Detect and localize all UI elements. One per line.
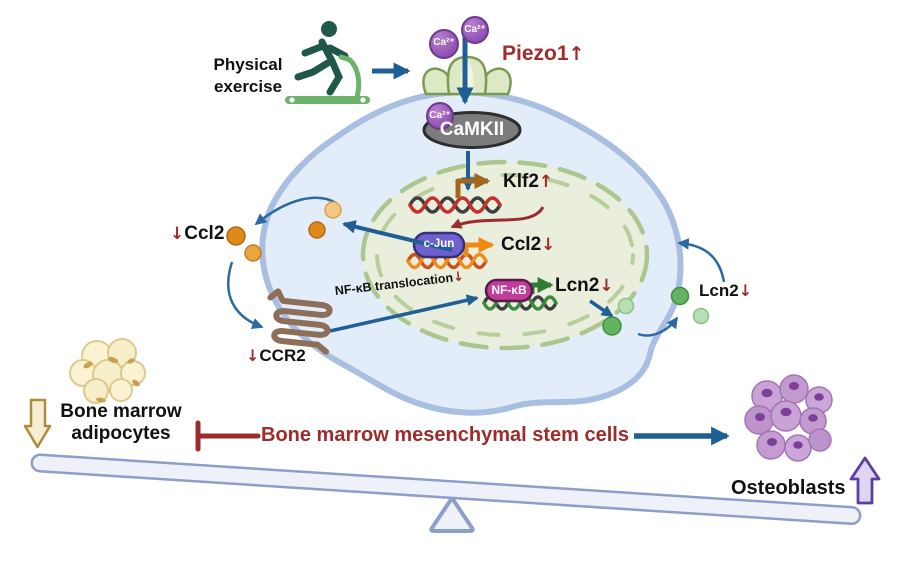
lcn2-down-arrow: ↓ bbox=[738, 281, 753, 300]
osteoblast-cluster-icon bbox=[744, 374, 833, 462]
ccr2-label: ↓CCR2 bbox=[246, 346, 306, 365]
lcn2-dots bbox=[602, 286, 710, 336]
ca-ion-icons bbox=[426, 16, 489, 130]
nfkb-label: NF-κB bbox=[491, 283, 527, 297]
nfkb-translocation-down-arrow: ↓ bbox=[452, 269, 465, 286]
ccl2-dots bbox=[226, 201, 342, 262]
ccl2-secreted-label: ↓Ccl2 bbox=[170, 223, 225, 244]
klf2-label: Klf2↑ bbox=[503, 171, 554, 192]
klf2-dna-helix bbox=[408, 196, 502, 214]
ca-ion-label: Ca²⁺ bbox=[429, 110, 451, 121]
runner-treadmill-icon bbox=[285, 21, 370, 104]
klf2-cjun-inhibition bbox=[450, 206, 545, 229]
cjun-ccl2-export-arrow bbox=[342, 220, 453, 252]
ca-ion-label: Ca²⁺ bbox=[433, 37, 455, 48]
nfkb-box bbox=[484, 278, 534, 303]
klf2-up-arrow: ↑ bbox=[538, 172, 554, 192]
ccr2-down-arrow: ↓ bbox=[246, 346, 260, 365]
piezo1-label: Piezo1↑ bbox=[502, 42, 585, 65]
bmsc-label: Bone marrow mesenchymal stem cells bbox=[261, 424, 629, 446]
seesaw-beam bbox=[30, 453, 862, 525]
lcn2-feedback-arrow bbox=[677, 238, 726, 283]
nfkb-translocation-arrow bbox=[329, 294, 479, 333]
ccl2-ccr2-arrow bbox=[227, 261, 264, 329]
lcn2-down-arrow: ↓ bbox=[599, 276, 614, 296]
seesaw-fulcrum bbox=[429, 496, 475, 533]
adipocytes-down-arrow bbox=[23, 398, 52, 449]
nucleus bbox=[360, 159, 650, 351]
ccl2-down-arrow: ↓ bbox=[541, 235, 556, 255]
klf2-transcription-arrow bbox=[455, 172, 491, 198]
ccl2-down-arrow: ↓ bbox=[170, 224, 185, 244]
ccl2-exit-arrow bbox=[254, 196, 337, 226]
piezo1-up-arrow: ↑ bbox=[568, 43, 585, 65]
lcn2-exit-arrow bbox=[637, 316, 679, 337]
osteoblasts-label: Osteoblasts bbox=[731, 477, 846, 499]
physical-exercise-label: Physical exercise bbox=[213, 55, 283, 96]
adipocytes-label: Bone marrow adipocytes bbox=[60, 401, 182, 445]
ccr2-receptor-icon bbox=[267, 288, 333, 355]
lcn2-dna-helix bbox=[482, 295, 558, 311]
ccl2-transcription-arrow bbox=[463, 236, 495, 256]
bmsc-adipocyte-inhibition bbox=[195, 420, 261, 452]
adipocyte-cluster-icon bbox=[69, 338, 146, 404]
camkii-label: CaMKII bbox=[439, 119, 505, 140]
ccl2-dna-helix bbox=[406, 252, 488, 270]
ca-ion-label: Ca²⁺ bbox=[464, 24, 486, 35]
ccl2-gene-label: Ccl2↓ bbox=[501, 234, 556, 255]
cjun-label: c-Jun bbox=[423, 238, 455, 250]
lcn2-secreted-label: Lcn2↓ bbox=[699, 281, 753, 300]
lcn2-gene-label: Lcn2↓ bbox=[555, 275, 614, 296]
lcn2-export-arrow bbox=[589, 299, 614, 318]
osteoblasts-up-arrow bbox=[849, 456, 881, 505]
